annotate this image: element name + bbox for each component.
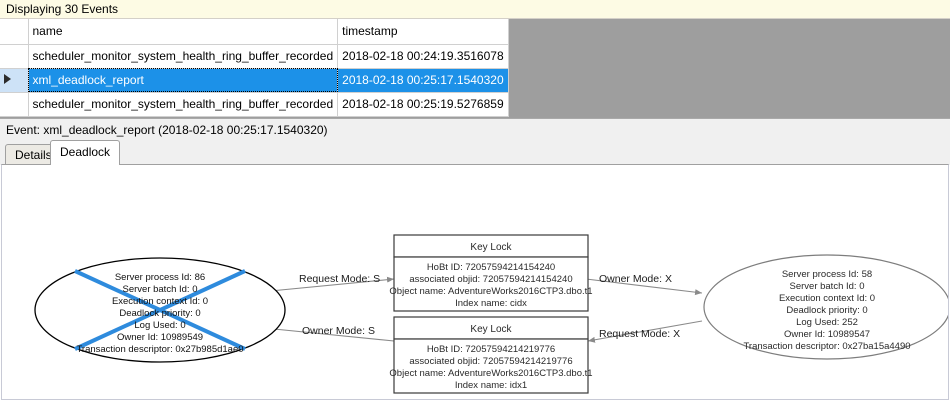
surviving-line-6: Transaction descriptor: 0x27ba15a4490 xyxy=(743,341,910,352)
victim-cross-icon xyxy=(74,269,246,351)
edge-label-owner-mode-x: Owner Mode: X xyxy=(599,273,672,285)
cell-name[interactable]: scheduler_monitor_system_health_ring_buf… xyxy=(28,44,339,69)
surviving-line-2: Execution context Id: 0 xyxy=(779,293,875,304)
edge-request-mode-s: Request Mode: S xyxy=(259,273,395,293)
edge-request-mode-x: Request Mode: X xyxy=(587,320,703,343)
key-lock-top-body-box xyxy=(393,256,589,312)
table-header-row: name timestamp xyxy=(0,19,509,45)
surviving-line-0: Server process Id: 58 xyxy=(782,269,872,280)
column-header-name[interactable]: name xyxy=(28,19,339,45)
column-header-selector[interactable] xyxy=(0,19,29,45)
key-lock-bottom-body-box xyxy=(393,338,589,394)
surviving-line-3: Deadlock priority: 0 xyxy=(786,305,867,316)
key-lock-bottom-line-3: Index name: idx1 xyxy=(455,380,527,391)
victim-line-3: Deadlock priority: 0 xyxy=(119,308,200,319)
edge-owner-mode-x: Owner Mode: X xyxy=(585,273,703,296)
table-row[interactable]: scheduler_monitor_system_health_ring_buf… xyxy=(0,92,509,117)
event-header-text: Event: xml_deadlock_report (2018-02-18 0… xyxy=(6,122,328,137)
key-lock-bottom-line-1: associated objid: 72057594214219776 xyxy=(409,356,572,367)
edge-label-request-mode-s: Request Mode: S xyxy=(299,273,380,285)
edge-owner-mode-s: Owner Mode: S xyxy=(263,325,395,342)
resource-node-key-lock-bottom[interactable]: Key Lock HoBt ID: 72057594214219776 asso… xyxy=(389,316,593,394)
key-lock-top-line-3: Index name: cidx xyxy=(455,298,527,309)
event-header: Event: xml_deadlock_report (2018-02-18 0… xyxy=(0,118,950,140)
surviving-process-node[interactable]: Server process Id: 58 Server batch Id: 0… xyxy=(703,254,949,360)
surviving-line-5: Owner Id: 10989547 xyxy=(784,329,870,340)
key-lock-bottom-line-2: Object name: AdventureWorks2016CTP3.dbo.… xyxy=(389,368,592,379)
deadlock-graph-canvas[interactable]: Request Mode: S Owner Mode: X Owner Mode… xyxy=(1,164,949,400)
victim-process-node[interactable]: Server process Id: 86 Server batch Id: 0… xyxy=(34,257,286,363)
resource-node-key-lock-top[interactable]: Key Lock HoBt ID: 72057594214154240 asso… xyxy=(389,234,593,312)
key-lock-top-line-1: associated objid: 72057594214154240 xyxy=(409,274,572,285)
victim-line-1: Server batch Id: 0 xyxy=(123,284,198,295)
events-grid-area[interactable]: name timestamp scheduler_monitor_system_… xyxy=(0,19,950,118)
key-lock-bottom-line-0: HoBt ID: 72057594214219776 xyxy=(427,344,555,355)
cell-timestamp[interactable]: 2018-02-18 00:25:19.5276859 xyxy=(337,92,509,117)
row-indicator-arrow-icon xyxy=(4,74,11,84)
key-lock-bottom-title: Key Lock xyxy=(470,324,512,335)
table-row[interactable]: xml_deadlock_report 2018-02-18 00:25:17.… xyxy=(0,68,509,93)
row-selector-cell[interactable] xyxy=(0,68,29,93)
row-selector-cell[interactable] xyxy=(0,92,29,117)
edge-label-owner-mode-s: Owner Mode: S xyxy=(302,325,375,337)
cell-name[interactable]: scheduler_monitor_system_health_ring_buf… xyxy=(28,92,339,117)
row-selector-cell[interactable] xyxy=(0,44,29,69)
surviving-process-ellipse[interactable] xyxy=(703,254,949,360)
victim-line-2: Execution context Id: 0 xyxy=(112,296,208,307)
displaying-events-banner: Displaying 30 Events xyxy=(0,0,950,19)
surviving-line-4: Log Used: 252 xyxy=(796,317,858,328)
column-header-timestamp[interactable]: timestamp xyxy=(337,19,509,45)
edge-label-request-mode-x: Request Mode: X xyxy=(599,328,680,340)
events-table[interactable]: name timestamp scheduler_monitor_system_… xyxy=(0,19,509,117)
cell-name[interactable]: xml_deadlock_report xyxy=(28,68,339,93)
deadlock-graph-svg[interactable]: Request Mode: S Owner Mode: X Owner Mode… xyxy=(2,165,949,399)
victim-line-5: Owner Id: 10989549 xyxy=(117,332,203,343)
key-lock-top-title: Key Lock xyxy=(470,242,512,253)
cell-timestamp[interactable]: 2018-02-18 00:24:19.3516078 xyxy=(337,44,509,69)
banner-text: Displaying 30 Events xyxy=(6,2,119,16)
victim-line-4: Log Used: 0 xyxy=(134,320,185,331)
key-lock-top-line-0: HoBt ID: 72057594214154240 xyxy=(427,262,555,273)
key-lock-top-line-2: Object name: AdventureWorks2016CTP3.dbo.… xyxy=(389,286,592,297)
table-row[interactable]: scheduler_monitor_system_health_ring_buf… xyxy=(0,44,509,69)
tab-deadlock[interactable]: Deadlock xyxy=(50,140,121,165)
cell-timestamp[interactable]: 2018-02-18 00:25:17.1540320 xyxy=(337,68,509,93)
surviving-line-1: Server batch Id: 0 xyxy=(790,281,865,292)
victim-line-0: Server process Id: 86 xyxy=(115,272,205,283)
tabstrip: Details Deadlock xyxy=(0,140,950,165)
victim-line-6: Transaction descriptor: 0x27b985d1ae0 xyxy=(76,344,243,355)
